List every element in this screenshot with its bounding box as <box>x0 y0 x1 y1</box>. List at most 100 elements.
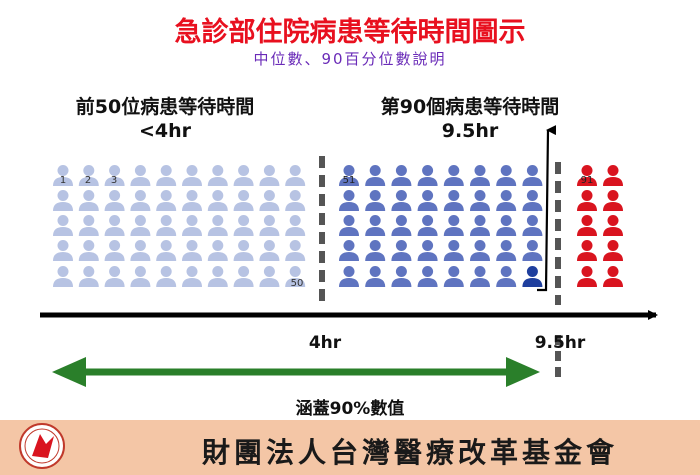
person-icon <box>207 266 228 287</box>
person-icon <box>285 215 306 236</box>
axis-tick-9-5hr: 9.5hr <box>534 333 586 353</box>
person-icon <box>130 215 151 236</box>
person-icon <box>78 266 99 287</box>
group-patients-91-plus <box>577 165 623 287</box>
person-icon <box>417 165 438 186</box>
person-icon <box>496 190 517 211</box>
person-icon <box>339 190 359 211</box>
person-icon <box>182 190 202 211</box>
person-icon <box>577 240 597 261</box>
person-icon <box>156 240 177 261</box>
person-icon <box>577 190 597 211</box>
highlighted-person-90-icon <box>522 266 543 287</box>
person-icon <box>285 165 306 186</box>
person-icon <box>207 240 228 261</box>
person-icon <box>603 240 623 261</box>
person-icon <box>182 266 202 287</box>
person-icon <box>130 266 151 287</box>
person-icon <box>207 190 228 211</box>
person-icon <box>78 190 99 211</box>
person-icon <box>443 215 464 236</box>
person-icon <box>470 266 490 287</box>
person-icon <box>522 240 543 261</box>
person-icon <box>365 240 386 261</box>
person-icon <box>522 215 543 236</box>
person-icon <box>182 240 202 261</box>
left-group-heading: 前50位病患等待時間 <box>75 96 255 118</box>
left-group-value: <4hr <box>138 120 192 142</box>
person-icon <box>259 240 280 261</box>
person-icon <box>130 190 151 211</box>
person-icon <box>156 190 177 211</box>
person-icon <box>156 165 177 186</box>
person-icon <box>391 165 412 186</box>
person-icon <box>78 165 99 186</box>
person-label-91: 91 <box>581 175 594 186</box>
person-icon <box>104 266 125 287</box>
person-icon <box>603 165 623 186</box>
person-icon <box>53 165 73 186</box>
person-icon <box>233 266 254 287</box>
person-label-2: 2 <box>85 175 91 186</box>
person-icon <box>182 215 202 236</box>
person-icon <box>470 215 490 236</box>
person-icon <box>443 266 464 287</box>
person-icon <box>522 165 543 186</box>
person-icon <box>577 266 597 287</box>
person-icon <box>182 165 202 186</box>
person-icon <box>233 190 254 211</box>
person-icon <box>603 190 623 211</box>
person-icon <box>391 266 412 287</box>
person-icon <box>603 215 623 236</box>
person-icon <box>577 165 597 186</box>
right-group-heading: 第90個病患等待時間 <box>380 96 560 118</box>
person-label-50: 50 <box>291 278 304 289</box>
coverage-double-arrow <box>52 357 540 387</box>
person-icon <box>391 190 412 211</box>
person-icon <box>53 190 73 211</box>
person-icon <box>470 165 490 186</box>
person-icon <box>259 165 280 186</box>
person-icon <box>496 240 517 261</box>
axis-tick-4hr: 4hr <box>308 333 342 353</box>
person-icon <box>339 240 359 261</box>
group-first-50-patients <box>53 165 306 287</box>
foundation-logo-icon <box>19 423 65 469</box>
person-icon <box>233 165 254 186</box>
coverage-label: 涵蓋90%數值 <box>295 399 405 419</box>
person-icon <box>496 266 517 287</box>
person-icon <box>156 215 177 236</box>
group-patients-51-90 <box>339 165 543 287</box>
person-icon <box>285 240 306 261</box>
person-icon <box>207 165 228 186</box>
person-icon <box>339 215 359 236</box>
person-icon <box>130 165 151 186</box>
ninetieth-patient-arrow <box>537 125 557 292</box>
person-icon <box>156 266 177 287</box>
person-icon <box>233 240 254 261</box>
person-icon <box>53 266 73 287</box>
person-icon <box>365 215 386 236</box>
person-label-1: 1 <box>60 175 66 186</box>
person-icon <box>443 190 464 211</box>
person-icon <box>53 240 73 261</box>
person-icon <box>104 215 125 236</box>
right-group-value: 9.5hr <box>441 120 499 142</box>
person-icon <box>496 165 517 186</box>
person-icon <box>391 215 412 236</box>
person-icon <box>443 165 464 186</box>
person-icon <box>470 190 490 211</box>
person-icon <box>78 215 99 236</box>
person-icon <box>470 240 490 261</box>
person-icon <box>104 165 125 186</box>
person-icon <box>365 190 386 211</box>
person-icon <box>339 165 359 186</box>
person-icon <box>365 266 386 287</box>
person-icon <box>417 215 438 236</box>
person-icon <box>104 240 125 261</box>
person-icon <box>259 266 280 287</box>
person-icon <box>259 215 280 236</box>
person-icon <box>53 215 73 236</box>
person-icon <box>207 215 228 236</box>
